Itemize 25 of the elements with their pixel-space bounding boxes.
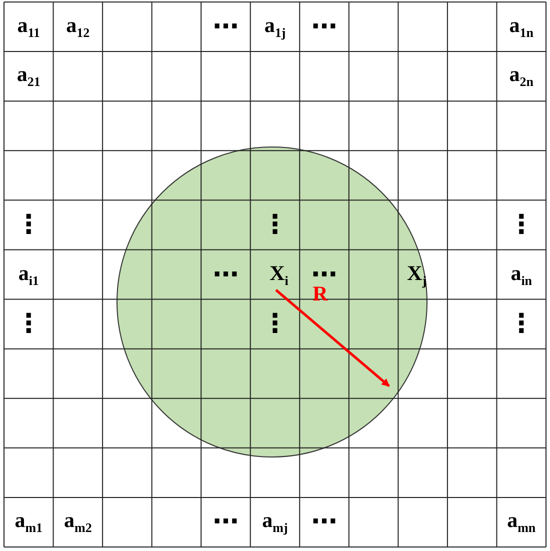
ellipsis: ⋯ bbox=[212, 509, 239, 536]
matrix-element-label: a$_{1n}$ bbox=[509, 14, 534, 39]
ellipsis: ⋯ bbox=[212, 262, 239, 288]
ellipsis: ⋮ bbox=[262, 212, 288, 238]
ellipsis: ⋮ bbox=[16, 311, 42, 338]
matrix-element-label: a$_{1j}$ bbox=[264, 14, 286, 39]
ellipsis: ⋮ bbox=[262, 311, 288, 338]
matrix-element-label: a$_{m1}$ bbox=[14, 510, 43, 534]
matrix-element-label: a$_{mj}$ bbox=[262, 510, 288, 534]
ellipsis: ⋯ bbox=[311, 509, 338, 536]
ellipsis: ⋮ bbox=[508, 311, 534, 338]
matrix-element-label: a$_{m2}$ bbox=[64, 510, 92, 534]
matrix-element-label: a$_{12}$ bbox=[66, 14, 90, 39]
ellipsis: ⋮ bbox=[16, 212, 42, 238]
ellipsis: ⋯ bbox=[311, 14, 338, 40]
matrix-element-label: a$_{mn}$ bbox=[507, 510, 536, 534]
matrix-element-label: a$_{i1}$ bbox=[18, 262, 39, 286]
ellipsis: ⋮ bbox=[508, 212, 534, 238]
ellipsis: ⋯ bbox=[212, 14, 239, 40]
matrix-element-label: a$_{21}$ bbox=[16, 64, 40, 88]
ellipsis: ⋯ bbox=[311, 262, 338, 288]
point-label: X$_{i}$ bbox=[270, 262, 288, 286]
matrix-element-label: a$_{11}$ bbox=[17, 14, 40, 39]
matrix-element-label: a$_{2n}$ bbox=[509, 64, 534, 88]
matrix-element-label: a$_{in}$ bbox=[510, 262, 532, 286]
